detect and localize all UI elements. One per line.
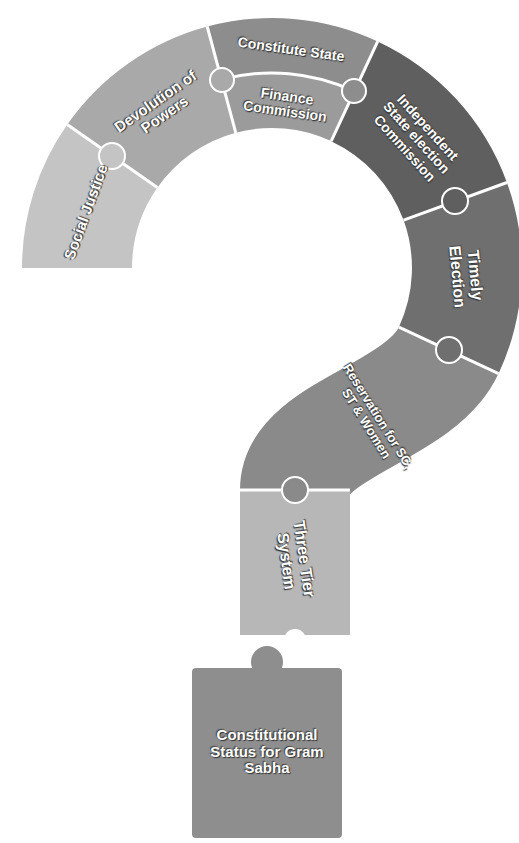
piece-text: Constitute State: [237, 35, 345, 65]
piece-text: Timely Election: [444, 220, 489, 333]
piece-text: Social Justice: [61, 162, 111, 262]
puzzle-piece: [295, 350, 449, 490]
puzzle-piece-label: Timely Election: [431, 219, 500, 334]
piece-text: Three Tier System: [269, 498, 321, 622]
puzzle-piece: [240, 490, 350, 635]
puzzle-piece: [192, 668, 342, 838]
puzzle-knob: [442, 188, 468, 214]
puzzle-piece-label: Constitutional Status for Gram Sabha: [197, 677, 337, 827]
piece-text: Independent State election Commission: [359, 78, 474, 198]
piece-joint: [207, 27, 236, 133]
piece-joint: [404, 183, 507, 221]
puzzle-socket: [284, 629, 306, 651]
piece-text: Constitutional Status for Gram Sabha: [197, 727, 337, 777]
piece-joint: [399, 327, 499, 374]
puzzle-knob: [436, 337, 462, 363]
puzzle-knob: [342, 79, 366, 103]
piece-text: Finance Commission: [229, 81, 342, 127]
puzzle-knob: [282, 477, 308, 503]
puzzle-knob: [210, 68, 234, 92]
